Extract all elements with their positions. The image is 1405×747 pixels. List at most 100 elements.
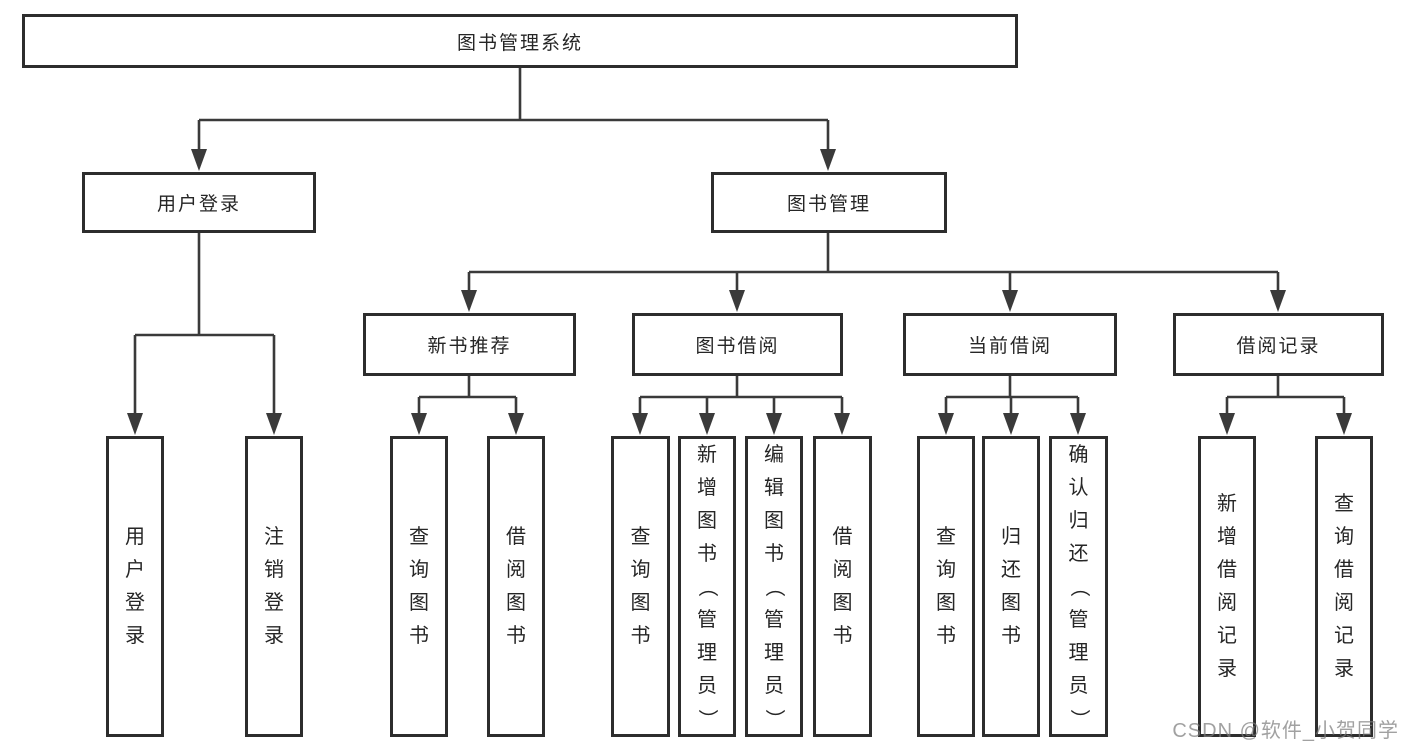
vertical-glyph: 员 — [1068, 674, 1089, 697]
arrowheads — [127, 149, 1352, 435]
vertical-glyph: 管 — [764, 608, 784, 631]
arrow-down-icon — [127, 413, 143, 435]
vertical-glyph: 增 — [1217, 526, 1237, 548]
leaf-current-return-books: 归还图书 — [982, 436, 1040, 737]
vertical-glyph: 理 — [697, 641, 717, 664]
connector-edges — [133, 68, 1346, 416]
leaf-current-confirm-return-admin-label: 确认归还（管理员） — [1067, 443, 1090, 729]
vertical-glyph: 查 — [409, 526, 429, 548]
arrow-down-icon — [1070, 413, 1086, 435]
vertical-glyph: 图 — [764, 509, 784, 532]
vertical-glyph: 阅 — [832, 559, 853, 581]
leaf-borrowing-query-books-label: 查询图书 — [631, 527, 651, 646]
arrow-down-icon — [938, 413, 954, 435]
vertical-glyph: 阅 — [1334, 592, 1354, 614]
vertical-glyph: 书 — [936, 625, 956, 647]
vertical-glyph: （ — [696, 576, 718, 597]
node-root: 图书管理系统 — [22, 14, 1018, 68]
vertical-glyph: 阅 — [1217, 592, 1237, 614]
vertical-glyph: （ — [763, 576, 785, 597]
vertical-glyph: 图 — [832, 592, 853, 614]
vertical-glyph: 还 — [1001, 559, 1021, 581]
vertical-glyph: ） — [1067, 708, 1090, 729]
vertical-glyph: （ — [1067, 576, 1090, 597]
vertical-glyph: 录 — [125, 625, 145, 647]
vertical-glyph: 询 — [936, 559, 956, 581]
vertical-glyph: 阅 — [506, 559, 526, 581]
leaf-user-login-label: 用户登录 — [125, 527, 145, 646]
vertical-glyph: 确 — [1068, 443, 1089, 466]
vertical-glyph: 销 — [264, 559, 284, 581]
node-borrowing-records-label: 借阅记录 — [1236, 336, 1321, 357]
leaf-borrowing-borrow-books-label: 借阅图书 — [833, 527, 853, 646]
leaf-recommend-query-books-label: 查询图书 — [409, 527, 429, 646]
vertical-glyph: 询 — [630, 559, 651, 581]
node-book-management-label: 图书管理 — [786, 194, 871, 215]
leaf-recommend-borrow-books-label: 借阅图书 — [506, 527, 526, 646]
node-new-book-recommendation: 新书推荐 — [363, 313, 576, 376]
arrow-down-icon — [729, 290, 745, 312]
node-current-borrowing: 当前借阅 — [903, 313, 1117, 376]
vertical-glyph: 编 — [764, 443, 784, 466]
arrow-down-icon — [461, 290, 477, 312]
vertical-glyph: 辑 — [764, 476, 784, 499]
node-book-management: 图书管理 — [711, 172, 947, 233]
vertical-glyph: 借 — [1217, 559, 1237, 581]
vertical-glyph: 录 — [264, 625, 284, 647]
node-book-borrowing-label: 图书借阅 — [695, 336, 780, 357]
node-new-book-recommendation-label: 新书推荐 — [427, 336, 512, 357]
vertical-glyph: 记 — [1334, 625, 1354, 647]
vertical-glyph: 登 — [125, 592, 145, 614]
vertical-glyph: 用 — [125, 526, 145, 548]
leaf-recommend-query-books: 查询图书 — [390, 436, 448, 737]
arrow-down-icon — [191, 149, 207, 171]
arrow-down-icon — [1002, 290, 1018, 312]
leaf-current-query-books: 查询图书 — [917, 436, 975, 737]
arrow-down-icon — [766, 413, 782, 435]
vertical-glyph: 户 — [125, 559, 145, 581]
node-root-label: 图书管理系统 — [456, 32, 583, 54]
vertical-glyph: 图 — [1001, 592, 1021, 614]
vertical-glyph: 书 — [409, 625, 429, 647]
arrow-down-icon — [1270, 290, 1286, 312]
vertical-glyph: 新 — [697, 443, 717, 466]
leaf-logout-label: 注销登录 — [264, 527, 284, 646]
vertical-glyph: 图 — [630, 592, 651, 614]
arrow-down-icon — [508, 413, 524, 435]
vertical-glyph: 还 — [1068, 542, 1089, 565]
leaf-current-confirm-return-admin: 确认归还（管理员） — [1049, 436, 1108, 737]
vertical-glyph: 增 — [697, 476, 717, 499]
vertical-glyph: 理 — [1068, 641, 1089, 664]
vertical-glyph: 查 — [936, 526, 956, 548]
node-book-borrowing: 图书借阅 — [632, 313, 843, 376]
node-user-login: 用户登录 — [82, 172, 316, 233]
arrow-down-icon — [632, 413, 648, 435]
vertical-glyph: 管 — [1068, 608, 1089, 631]
vertical-glyph: 借 — [506, 526, 526, 548]
vertical-glyph: 书 — [832, 625, 853, 647]
arrow-down-icon — [834, 413, 850, 435]
vertical-glyph: 员 — [697, 674, 717, 697]
vertical-glyph: 认 — [1068, 476, 1089, 499]
node-user-login-label: 用户登录 — [156, 194, 241, 215]
vertical-glyph: 查 — [630, 526, 651, 548]
vertical-glyph: 询 — [409, 559, 429, 581]
leaf-recommend-borrow-books: 借阅图书 — [487, 436, 545, 737]
arrow-down-icon — [1003, 413, 1019, 435]
vertical-glyph: 录 — [1217, 658, 1237, 680]
leaf-records-add-record-label: 新增借阅记录 — [1217, 494, 1237, 679]
vertical-glyph: 登 — [264, 592, 284, 614]
vertical-glyph: 员 — [764, 674, 784, 697]
arrow-down-icon — [1336, 413, 1352, 435]
arrow-down-icon — [699, 413, 715, 435]
arrow-down-icon — [266, 413, 282, 435]
leaf-borrowing-borrow-books: 借阅图书 — [813, 436, 872, 737]
leaf-borrowing-edit-books-admin: 编辑图书（管理员） — [745, 436, 803, 737]
vertical-glyph: 书 — [506, 625, 526, 647]
vertical-glyph: 图 — [506, 592, 526, 614]
vertical-glyph: 图 — [409, 592, 429, 614]
leaf-records-add-record: 新增借阅记录 — [1198, 436, 1256, 737]
arrow-down-icon — [411, 413, 427, 435]
leaf-records-query-record-label: 查询借阅记录 — [1334, 494, 1354, 679]
